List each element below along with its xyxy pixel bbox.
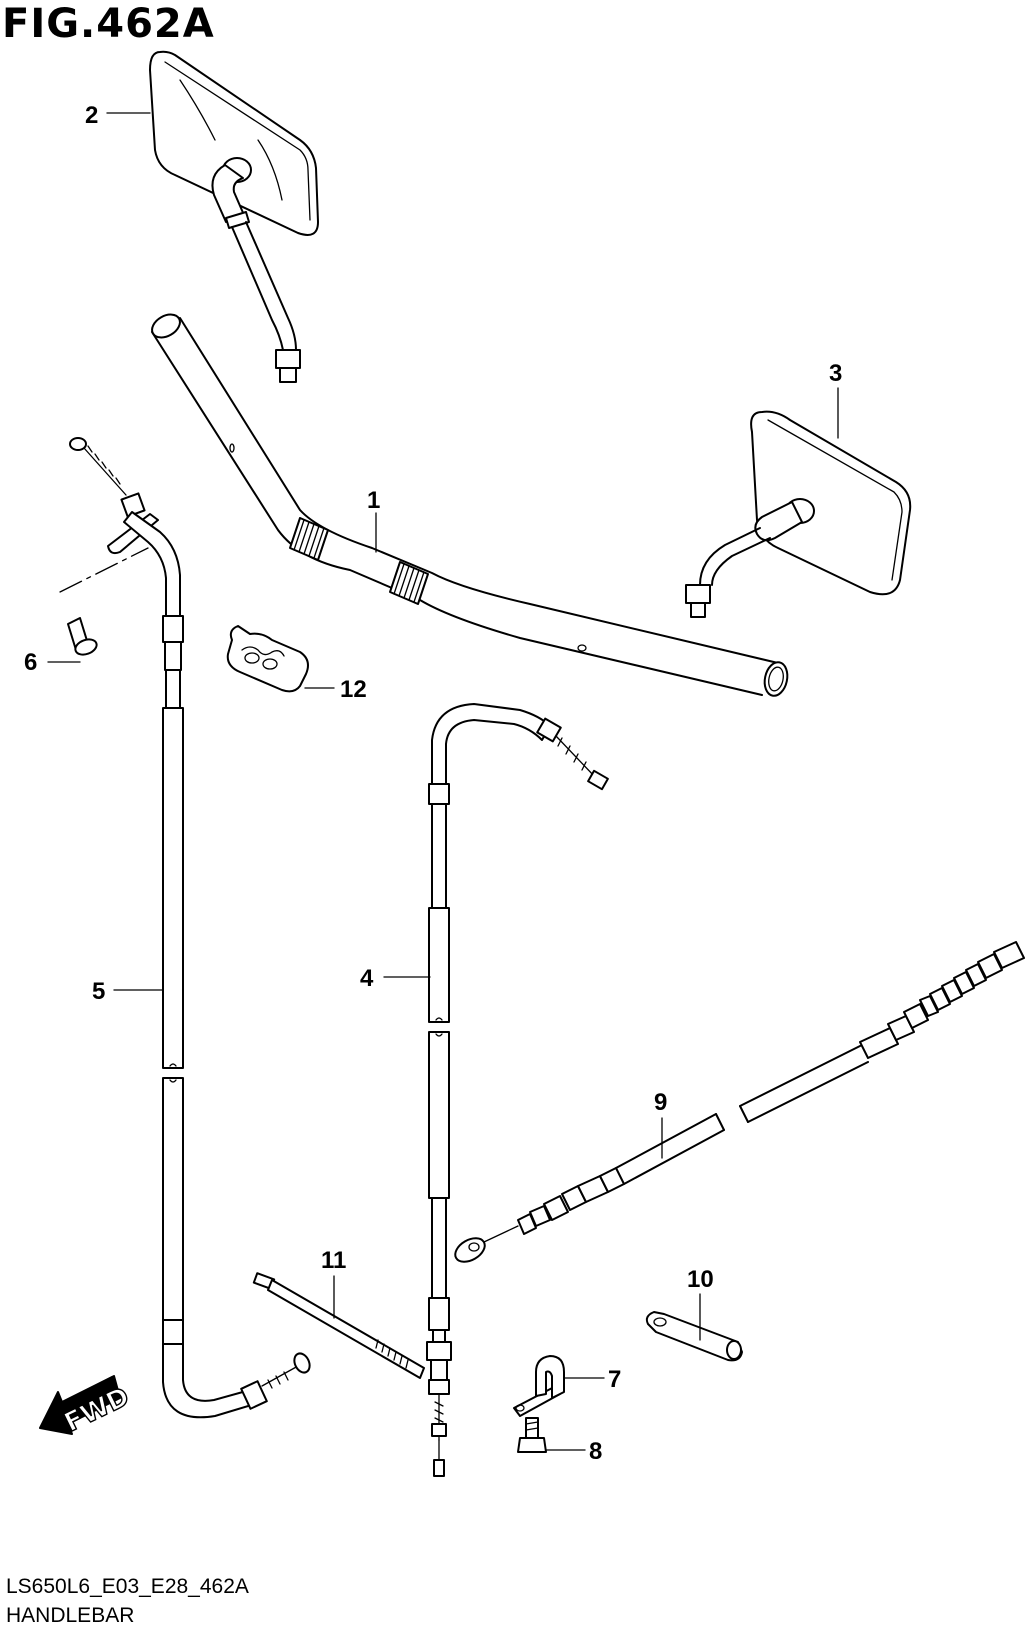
callout-5: 5 [92, 978, 105, 1005]
part-7-cable-holder[interactable] [513, 1355, 565, 1417]
callout-6: 6 [24, 649, 37, 676]
callout-12: 12 [340, 676, 367, 703]
part-12-wire-clip[interactable] [226, 625, 309, 693]
part-1-handlebar[interactable] [148, 310, 790, 698]
callout-1: 1 [367, 487, 380, 514]
handlebar-knurl-right [389, 561, 429, 605]
figure-code: LS650L6_E03_E28_462A [6, 1575, 249, 1598]
part-8-bolt[interactable] [517, 1417, 547, 1453]
callout-7: 7 [608, 1366, 621, 1393]
callout-11: 11 [321, 1247, 346, 1274]
part-4-throttle-cable[interactable] [426, 703, 609, 1477]
callout-9: 9 [654, 1089, 667, 1116]
part-6-screw[interactable] [59, 547, 149, 657]
part-3-right-mirror[interactable] [685, 410, 912, 618]
fwd-direction-arrow: FWD [39, 1375, 135, 1439]
handlebar-knurl-left [289, 517, 329, 561]
part-2-left-mirror[interactable] [149, 50, 319, 383]
callout-2: 2 [85, 102, 98, 129]
part-5-clutch-cable[interactable] [69, 437, 313, 1419]
figure-name: HANDLEBAR [6, 1604, 135, 1627]
part-11-cable-tie[interactable] [252, 1272, 425, 1379]
leader-lines [47, 112, 839, 1451]
part-10-clamp-strap[interactable] [645, 1311, 743, 1362]
callout-10: 10 [687, 1266, 714, 1293]
callout-8: 8 [589, 1438, 602, 1465]
part-9-long-cable[interactable] [451, 941, 1025, 1267]
callout-3: 3 [829, 360, 842, 387]
callout-4: 4 [360, 965, 374, 992]
figure-title: FIG.462A [2, 1, 215, 47]
